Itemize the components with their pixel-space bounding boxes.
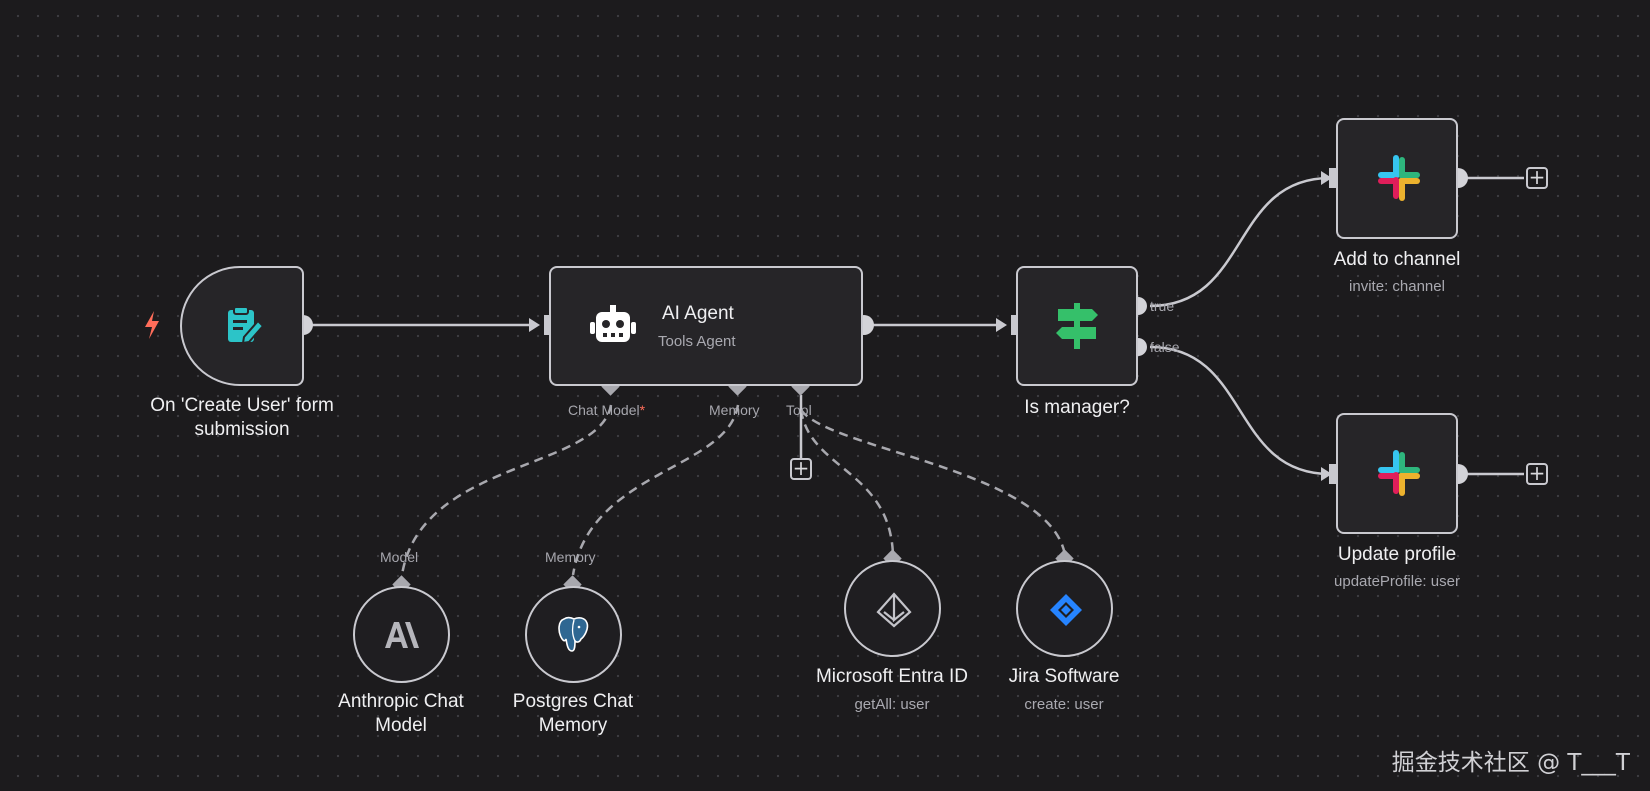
- jira-icon: [1044, 588, 1088, 632]
- jira-software-sublabel: create: user: [1024, 696, 1104, 713]
- postgres-chat-memory-node[interactable]: [525, 586, 622, 683]
- add-after-channel-button[interactable]: +: [1526, 167, 1548, 189]
- postgres-elephant-icon: [554, 613, 594, 657]
- is-manager-label: Is manager?: [1024, 397, 1130, 418]
- form-icon: [220, 302, 268, 350]
- false-output-label: false: [1150, 339, 1180, 355]
- microsoft-entra-id-node[interactable]: [844, 560, 941, 657]
- ai-agent-title: AI Agent: [662, 303, 734, 324]
- tool-port-label: Tool: [786, 402, 812, 418]
- slack-icon: [1373, 447, 1425, 499]
- anthropic-chat-model-label: Anthropic Chat Model: [338, 691, 464, 736]
- connection-false-branch: [1149, 345, 1331, 476]
- form-trigger-node[interactable]: [180, 266, 304, 386]
- jira-software-node[interactable]: [1016, 560, 1113, 657]
- add-after-profile-button[interactable]: +: [1526, 463, 1548, 485]
- model-port-label: Model: [380, 549, 419, 565]
- microsoft-entra-id-sublabel: getAll: user: [854, 696, 930, 713]
- ai-agent-node[interactable]: AI Agent Tools Agent: [549, 266, 863, 386]
- memory-subnode-port-label: Memory: [545, 549, 596, 565]
- add-to-channel-node[interactable]: [1336, 118, 1458, 239]
- jira-software-label: Jira Software: [1008, 666, 1120, 687]
- ai-agent-subtitle: Tools Agent: [658, 333, 736, 350]
- postgres-chat-memory-label: Postgres Chat Memory: [512, 691, 634, 736]
- update-profile-label: Update profile: [1337, 544, 1457, 565]
- microsoft-entra-id-label: Microsoft Entra ID: [815, 666, 969, 687]
- memory-port-label: Memory: [709, 402, 760, 418]
- watermark: 掘金技术社区 @ T___T: [1391, 750, 1630, 776]
- connection-true-branch: [1149, 176, 1331, 308]
- slack-icon: [1373, 152, 1425, 204]
- entra-icon: [872, 588, 916, 632]
- robot-icon: [587, 304, 639, 348]
- add-tool-button[interactable]: +: [790, 458, 812, 480]
- add-to-channel-label: Add to channel: [1333, 249, 1461, 270]
- chat-model-port-label: Chat Model*: [568, 402, 646, 418]
- add-to-channel-sublabel: invite: channel: [1349, 278, 1445, 295]
- signpost-icon: [1051, 300, 1103, 352]
- anthropic-chat-model-node[interactable]: [353, 586, 450, 683]
- trigger-bolt-icon: [142, 310, 162, 345]
- anthropic-icon: [380, 615, 424, 655]
- update-profile-sublabel: updateProfile: user: [1334, 573, 1460, 590]
- true-output-label: true: [1150, 298, 1175, 314]
- is-manager-node[interactable]: [1016, 266, 1138, 386]
- update-profile-node[interactable]: [1336, 413, 1458, 534]
- form-trigger-label: On 'Create User' form submission: [150, 395, 334, 440]
